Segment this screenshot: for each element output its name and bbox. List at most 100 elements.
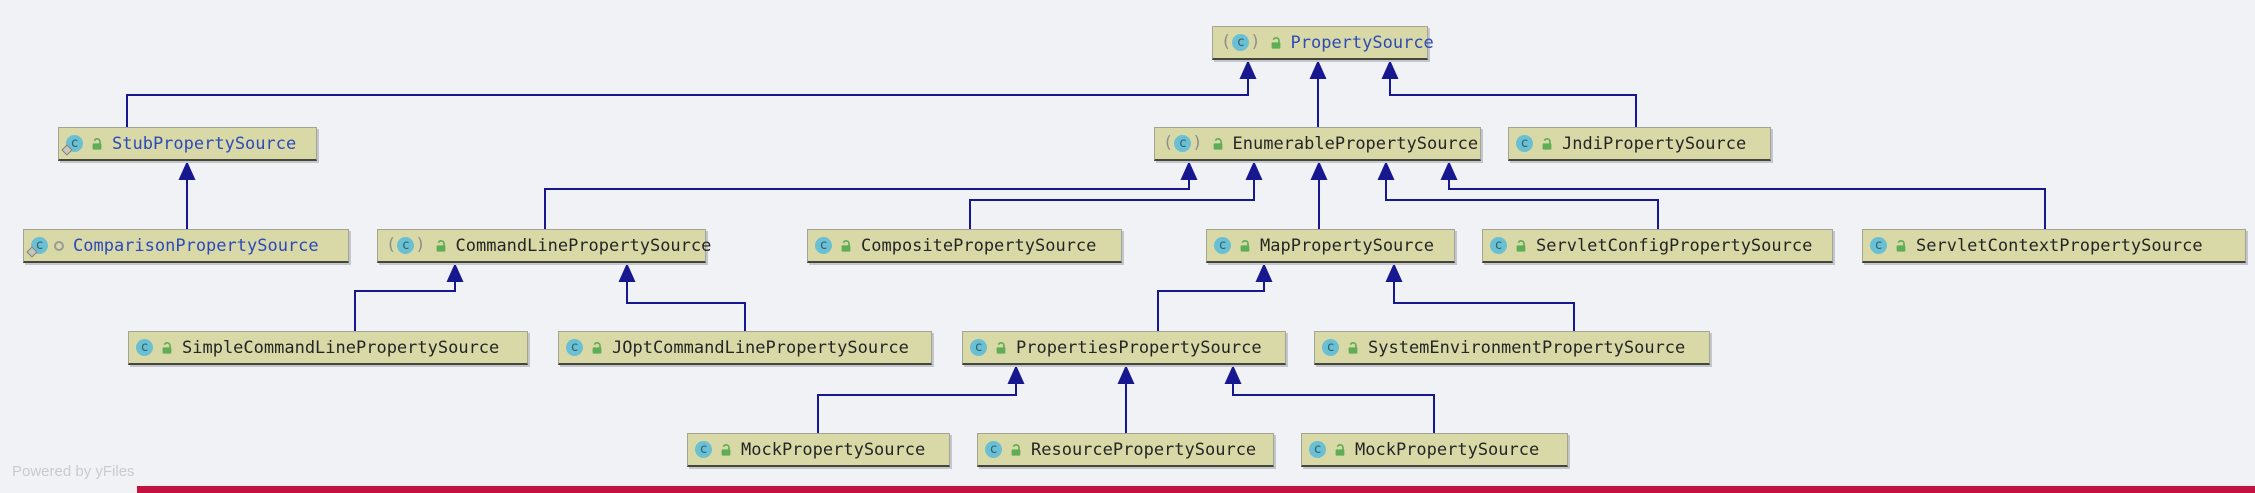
public-open-padlock-icon	[1237, 239, 1251, 253]
class-name-label: StubPropertySource	[112, 133, 297, 154]
edge-jndipropertysource-extends-propertysource	[1381, 60, 1637, 127]
public-open-padlock-icon	[1513, 239, 1527, 253]
package-local-dot-icon	[54, 240, 64, 251]
class-name-label: CompositePropertySource	[861, 235, 1097, 256]
class-icon: c	[985, 441, 1002, 458]
class-name-label: PropertySource	[1290, 32, 1434, 53]
class-node-mockpropertysource[interactable]: c MockPropertySource	[1301, 433, 1568, 467]
inheritance-arrowhead	[446, 263, 464, 282]
class-node-comparisonpropertysource[interactable]: c ComparisonPropertySource	[23, 229, 349, 263]
class-node-jndipropertysource[interactable]: c JndiPropertySource	[1508, 127, 1771, 161]
class-icon: c	[1309, 441, 1326, 458]
public-open-padlock-icon	[1345, 341, 1359, 355]
class-icon: c	[61, 135, 83, 156]
class-icon: c	[26, 237, 48, 258]
inheritance-arrowhead	[1440, 161, 1458, 180]
edge-comparisonpropertysource-extends-stubpropertysource	[178, 161, 196, 229]
class-node-propertiespropertysource[interactable]: c PropertiesPropertySource	[962, 331, 1286, 365]
class-node-servletconfigpropertysource[interactable]: c ServletConfigPropertySource	[1482, 229, 1833, 263]
inheritance-arrowhead	[178, 161, 196, 180]
class-node-mockpropertysource[interactable]: c MockPropertySource	[687, 433, 950, 467]
class-icon: c	[1516, 135, 1533, 152]
class-icon: c	[970, 339, 987, 356]
inheritance-arrowhead	[1377, 161, 1395, 180]
nested-class-diamond-icon	[61, 144, 73, 156]
class-name-label: MapPropertySource	[1260, 235, 1434, 256]
inheritance-arrowhead	[1239, 60, 1257, 79]
class-node-propertysource[interactable]: (c)PropertySource	[1212, 26, 1434, 60]
nested-class-diamond-icon	[26, 246, 38, 258]
class-icon: c	[1322, 339, 1339, 356]
edge-joptcommandlinepropertysource-extends-commandlinepropertysource	[618, 263, 746, 331]
edge-enumerablepropertysource-extends-propertysource	[1309, 60, 1327, 127]
class-icon: c	[815, 237, 832, 254]
public-open-padlock-icon	[1332, 443, 1346, 457]
edge-stubpropertysource-extends-propertysource	[126, 60, 1257, 127]
inheritance-arrowhead	[1385, 263, 1403, 282]
inheritance-arrowhead	[618, 263, 636, 282]
inheritance-arrowhead	[1224, 365, 1242, 384]
class-node-enumerablepropertysource[interactable]: (c) EnumerablePropertySource	[1154, 127, 1481, 161]
class-name-label: CommandLinePropertySource	[455, 235, 712, 256]
class-name-label: PropertiesPropertySource	[1016, 337, 1262, 358]
class-icon: c	[136, 339, 153, 356]
edge-commandlinepropertysource-extends-enumerablepropertysource	[544, 161, 1198, 229]
edge-systemenvironmentpropertysource-extends-mappropertysource	[1385, 263, 1575, 331]
edge-simplecommandlinepropertysource-extends-commandlinepropertysource	[354, 263, 464, 331]
class-name-label: ServletConfigPropertySource	[1536, 235, 1813, 256]
public-open-padlock-icon	[1893, 239, 1907, 253]
class-node-compositepropertysource[interactable]: c CompositePropertySource	[807, 229, 1122, 263]
class-icon: c	[1870, 237, 1887, 254]
class-node-stubpropertysource[interactable]: c StubPropertySource	[58, 127, 317, 161]
class-node-joptcommandlinepropertysource[interactable]: c JOptCommandLinePropertySource	[558, 331, 932, 365]
class-icon: c	[1214, 237, 1231, 254]
class-node-mappropertysource[interactable]: c MapPropertySource	[1206, 229, 1455, 263]
public-open-padlock-icon	[159, 341, 173, 355]
edge-mockpropertysource-extends-propertiespropertysource	[817, 365, 1025, 433]
class-name-label: MockPropertySource	[741, 439, 926, 460]
class-name-label: SimpleCommandLinePropertySource	[182, 337, 500, 358]
abstract-class-icon: (c)	[1163, 133, 1203, 153]
inheritance-arrowhead	[1381, 60, 1399, 79]
class-name-label: ComparisonPropertySource	[73, 235, 319, 256]
public-open-padlock-icon	[838, 239, 852, 253]
abstract-class-icon: (c)	[386, 235, 426, 255]
inheritance-arrowhead	[1245, 161, 1263, 180]
edge-propertiespropertysource-extends-mappropertysource	[1157, 263, 1273, 331]
class-node-simplecommandlinepropertysource[interactable]: c SimpleCommandLinePropertySource	[128, 331, 528, 365]
edge-resourcepropertysource-extends-propertiespropertysource	[1117, 365, 1135, 433]
public-open-padlock-icon	[993, 341, 1007, 355]
edge-servletconfigpropertysource-extends-enumerablepropertysource	[1377, 161, 1659, 229]
class-icon: c	[1490, 237, 1507, 254]
inheritance-arrowhead	[1180, 161, 1198, 180]
class-name-label: JOptCommandLinePropertySource	[612, 337, 909, 358]
class-icon: c	[566, 339, 583, 356]
powered-by-yfiles-watermark: Powered by yFiles	[12, 463, 135, 480]
class-node-commandlinepropertysource[interactable]: (c) CommandLinePropertySource	[377, 229, 711, 263]
inheritance-arrowhead	[1310, 161, 1328, 180]
class-name-label: ResourcePropertySource	[1031, 439, 1257, 460]
public-open-padlock-icon	[1268, 36, 1282, 50]
class-name-label: SystemEnvironmentPropertySource	[1368, 337, 1686, 358]
edge-servletcontextpropertysource-extends-enumerablepropertysource	[1440, 161, 2046, 229]
edge-mappropertysource-extends-enumerablepropertysource	[1310, 161, 1328, 229]
public-open-padlock-icon	[718, 443, 732, 457]
horizontal-scrollbar-thumb[interactable]	[137, 486, 2255, 493]
inheritance-arrowhead	[1309, 60, 1327, 79]
class-name-label: MockPropertySource	[1355, 439, 1540, 460]
edge-compositepropertysource-extends-enumerablepropertysource	[969, 161, 1263, 229]
class-node-resourcepropertysource[interactable]: c ResourcePropertySource	[977, 433, 1274, 467]
inheritance-arrowhead	[1007, 365, 1025, 384]
public-open-padlock-icon	[1210, 137, 1224, 151]
class-name-label: EnumerablePropertySource	[1232, 133, 1479, 154]
class-node-systemenvironmentpropertysource[interactable]: c SystemEnvironmentPropertySource	[1314, 331, 1710, 365]
public-open-padlock-icon	[1539, 137, 1553, 151]
public-open-padlock-icon	[1008, 443, 1022, 457]
class-name-label: JndiPropertySource	[1562, 133, 1747, 154]
inheritance-arrowhead	[1117, 365, 1135, 384]
public-open-padlock-icon	[589, 341, 603, 355]
public-open-padlock-icon	[433, 239, 447, 253]
class-icon: c	[695, 441, 712, 458]
